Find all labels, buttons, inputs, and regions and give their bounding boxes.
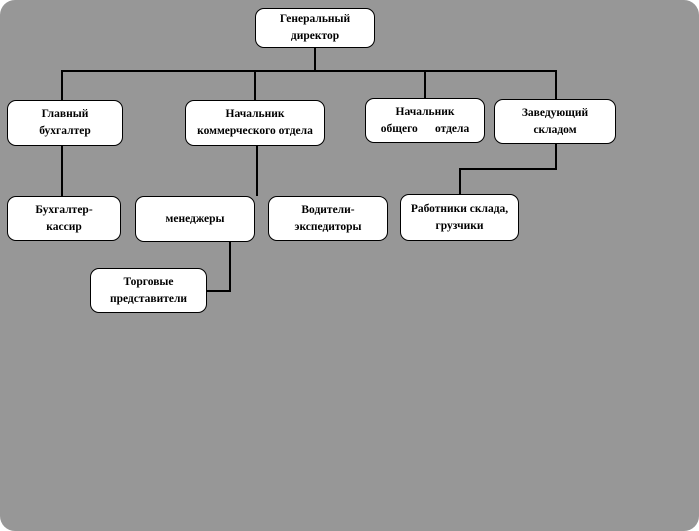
- node-sales-representatives-label-line1: Торговые: [123, 275, 174, 288]
- node-general-director-label-line1: Генеральный: [279, 13, 351, 25]
- connector-salesreps-elbow-v: [229, 242, 231, 292]
- node-warehouse-workers-label-line2: грузчики: [435, 219, 484, 232]
- node-sales-representatives-label-line2: представители: [109, 292, 188, 305]
- node-accountant-cashier: Бухгалтер- кассир: [7, 196, 121, 241]
- node-warehouse-manager-label-line1: Заведующий: [521, 106, 589, 119]
- node-general-department-head: Начальник общего отдела: [365, 98, 485, 143]
- node-general-director-label-line2: директор: [290, 30, 340, 42]
- node-general-director: Генеральный директор: [255, 8, 375, 48]
- node-chief-accountant-label-line2: бухгалтер: [39, 125, 91, 137]
- connector-drop-warehouse-manager: [555, 70, 557, 99]
- node-managers-label-line1: менеджеры: [165, 212, 225, 225]
- connector-warehouse-elbow-v2: [459, 168, 461, 194]
- node-chief-accountant-label-line1: Главный: [41, 108, 89, 120]
- connector-accountant-cashier: [61, 146, 63, 196]
- node-drivers-forwarders-label-line1: Водители-: [301, 203, 355, 216]
- node-sales-representatives: Торговые представители: [90, 268, 207, 313]
- node-warehouse-workers-label-line1: Работники склада,: [410, 202, 509, 215]
- node-commercial-head-label-line1: Начальник: [225, 108, 285, 120]
- node-accountant-cashier-label-line2: кассир: [46, 220, 82, 233]
- connector-drop-chief-accountant: [61, 70, 63, 100]
- connector-warehouse-elbow-h: [459, 168, 557, 170]
- connector-salesreps-elbow-h: [207, 290, 231, 292]
- node-warehouse-manager-label-line2: складом: [533, 123, 577, 136]
- node-general-department-head-label-line1: Начальник: [395, 105, 455, 118]
- node-drivers-forwarders-label-line2: экспедиторы: [294, 220, 362, 233]
- connector-commercial-children: [256, 146, 258, 196]
- node-warehouse-manager: Заведующий складом: [494, 99, 616, 144]
- node-drivers-forwarders: Водители- экспедиторы: [268, 196, 388, 241]
- node-commercial-head: Начальник коммерческого отдела: [185, 100, 325, 146]
- connector-drop-general-head: [424, 70, 426, 98]
- connector-drop-commercial-head: [254, 70, 256, 100]
- connector-trunk-horizontal: [61, 70, 557, 72]
- node-general-department-head-label-line2: общего отдела: [380, 122, 470, 135]
- connector-warehouse-elbow-v1: [555, 144, 557, 170]
- node-accountant-cashier-label-line1: Бухгалтер-: [35, 203, 93, 216]
- node-commercial-head-label-line2: коммерческого отдела: [197, 125, 313, 137]
- node-warehouse-workers: Работники склада, грузчики: [400, 194, 519, 241]
- connector-director-trunk: [314, 48, 316, 72]
- node-managers: менеджеры: [135, 196, 255, 242]
- node-chief-accountant: Главный бухгалтер: [7, 100, 123, 146]
